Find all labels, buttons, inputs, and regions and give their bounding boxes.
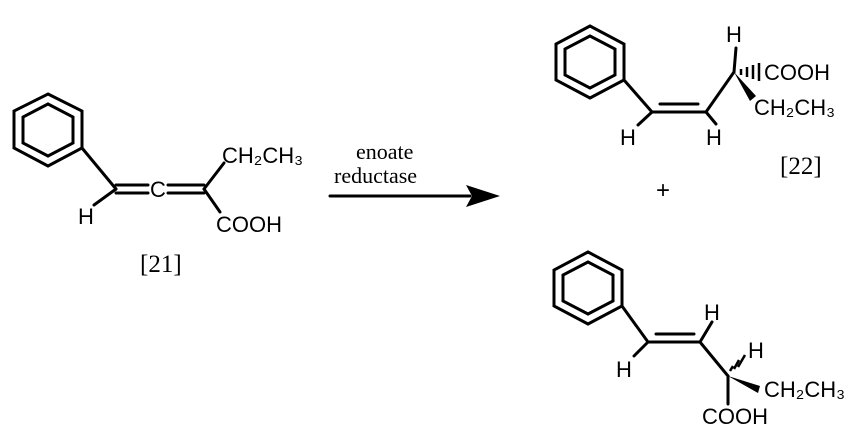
product-bottom-structure: H H H CH₂CH₃ COOH	[552, 250, 845, 429]
arrow-condition-line-1: enoate	[356, 139, 413, 164]
reactant-lower-branch-bond	[202, 187, 222, 214]
reactant-benzene-ring	[12, 92, 84, 168]
reactant-h-bond	[92, 187, 118, 207]
product-top-hashed-bond	[739, 63, 761, 81]
product-top-hydrogen-left: H	[620, 125, 636, 150]
reactant-central-carbon: C	[150, 177, 166, 202]
product-top-wedge-bond	[734, 72, 756, 101]
reactant-carboxyl-group: COOH	[216, 212, 282, 237]
product-top-hydrogen-right: H	[706, 125, 722, 150]
product-bottom-benzene-ring	[552, 250, 624, 326]
product-bottom-hydrogen-mid: H	[748, 338, 764, 363]
arrow-head	[466, 185, 500, 207]
reactant-ethyl-group: CH₂CH₃	[222, 143, 303, 168]
product-bottom-ring-bond	[620, 304, 650, 344]
product-top-carboxyl-group: COOH	[764, 60, 830, 85]
product-bottom-ethyl-group: CH₂CH₃	[764, 377, 845, 402]
plus-sign: +	[656, 177, 670, 204]
reactant-upper-branch-bond	[202, 161, 226, 191]
product-top-benzene-ring	[554, 24, 626, 100]
product-top-ring-bond	[622, 78, 654, 114]
reactant-compound-label: [21]	[140, 251, 182, 278]
reactant-benzene-inner-ring	[21, 102, 75, 158]
reactant-hydrogen: H	[78, 204, 94, 229]
arrow-condition-line-2: reductase	[334, 163, 417, 188]
reactant-structure: H C CH₂CH₃ COOH [21]	[12, 92, 303, 278]
product-top-structure: H H H COOH CH₂CH₃ [22]	[554, 22, 835, 180]
product-bottom-wedge-bond	[728, 376, 760, 393]
product-bottom-hashed-bond	[728, 354, 747, 372]
product-bottom-left-h-bond	[632, 340, 650, 358]
product-top-hydrogen-stereo: H	[726, 22, 742, 47]
product-top-chain-bond	[704, 70, 736, 114]
product-bottom-hydrogen-top: H	[704, 300, 720, 325]
product-bottom-top-h-bond	[698, 320, 714, 344]
product-bottom-chain-bond	[698, 340, 730, 378]
product-bottom-benzene-inner-ring	[561, 260, 615, 316]
reaction-arrow: enoate reductase	[328, 139, 500, 207]
product-top-benzene-inner-ring	[563, 34, 617, 90]
product-top-compound-label: [22]	[780, 153, 822, 180]
product-top-stereo-h-bond	[732, 46, 738, 74]
product-bottom-carboxyl-group: COOH	[702, 404, 768, 429]
product-bottom-hydrogen-left: H	[616, 357, 632, 382]
product-top-right-h-bond	[704, 110, 718, 126]
reactant-ring-bond	[80, 146, 118, 191]
product-top-ethyl-group: CH₂CH₃	[754, 95, 835, 120]
product-top-left-h-bond	[636, 110, 654, 127]
